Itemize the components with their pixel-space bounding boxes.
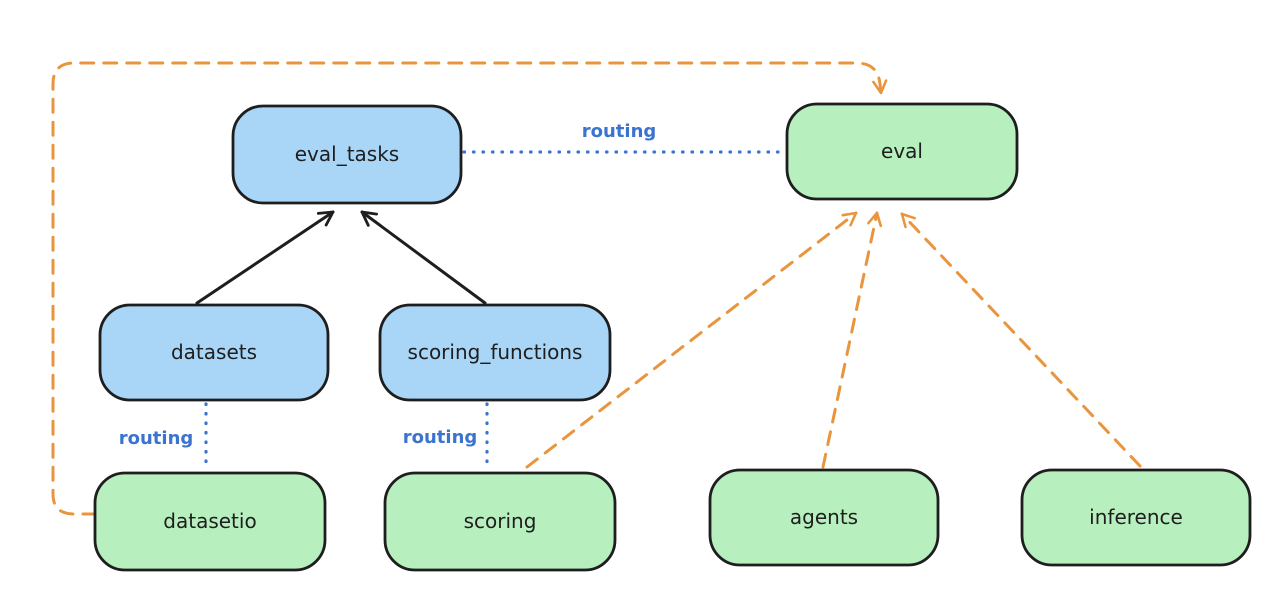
node-label-eval: eval [881, 139, 923, 163]
node-datasets[interactable]: datasets [98, 303, 330, 402]
node-label-agents: agents [790, 505, 858, 529]
node-box-eval_tasks[interactable] [231, 104, 463, 205]
node-scoring_functions[interactable]: scoring_functions [378, 303, 612, 402]
edge-label-routing-eval_tasks-eval: routing [582, 121, 657, 142]
node-label-scoring_functions: scoring_functions [408, 340, 583, 364]
node-box-eval[interactable] [785, 102, 1019, 201]
edge-label-routing-datasets-datasetio: routing [119, 428, 194, 449]
node-label-datasetio: datasetio [163, 509, 256, 533]
edge-scoring_functions-to-eval_tasks[interactable] [360, 210, 487, 305]
edge-scoring-to-eval[interactable] [525, 211, 858, 469]
edge-agents-to-eval[interactable] [821, 211, 883, 469]
node-inference[interactable]: inference [1020, 468, 1252, 567]
node-eval[interactable]: eval [785, 102, 1019, 201]
edge-inference-to-eval[interactable] [900, 212, 1142, 468]
edge-label-routing-scoring_functions-scoring: routing [403, 427, 478, 448]
node-box-scoring[interactable] [383, 471, 617, 572]
edge-datasets-to-eval_tasks[interactable] [195, 210, 335, 305]
node-box-scoring_functions[interactable] [378, 303, 612, 402]
node-label-datasets: datasets [171, 340, 257, 364]
node-label-inference: inference [1089, 505, 1183, 529]
node-datasetio[interactable]: datasetio [93, 471, 327, 572]
node-box-datasets[interactable] [98, 303, 330, 402]
node-agents[interactable]: agents [708, 468, 940, 567]
node-label-scoring: scoring [464, 509, 537, 533]
node-box-datasetio[interactable] [93, 471, 327, 572]
node-box-inference[interactable] [1020, 468, 1252, 567]
node-label-eval_tasks: eval_tasks [295, 142, 399, 166]
edge-datasetio-to-eval[interactable] [51, 61, 888, 516]
node-box-agents[interactable] [708, 468, 940, 567]
node-scoring[interactable]: scoring [383, 471, 617, 572]
node-eval_tasks[interactable]: eval_tasks [231, 104, 463, 205]
